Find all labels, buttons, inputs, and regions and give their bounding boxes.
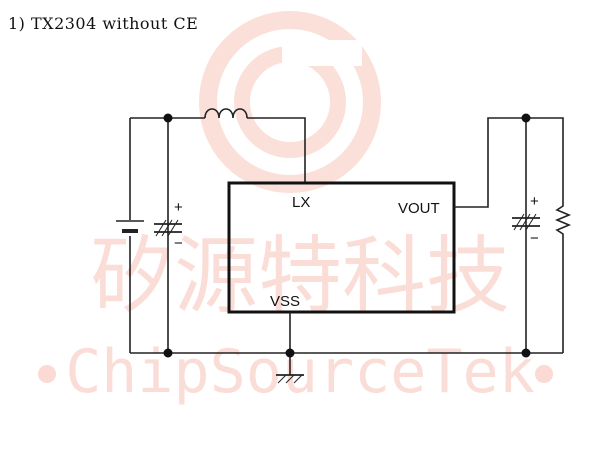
watermark-dot-left [38,365,56,383]
junction-dot [163,348,173,358]
junction-dot [521,113,531,123]
junction-dot [163,113,173,123]
battery-icon [116,220,144,233]
output-cap-plus: + [530,193,539,210]
output-rail-top [526,117,564,185]
input-cap-minus: − [174,235,183,252]
inductor-icon [204,108,248,119]
lx-lead-wire [247,117,306,183]
pin-label-vout: VOUT [398,200,440,217]
input-cap-plus: + [174,199,183,216]
page-title: 1) TX2304 without CE [8,14,199,33]
vout-lead-wire [454,117,526,208]
junction-dot [521,348,531,358]
pin-label-lx: LX [292,194,310,211]
input-capacitor-icon [154,219,182,237]
resistor-icon [554,185,572,353]
output-capacitor-icon [512,213,540,231]
output-cap-minus: − [530,230,539,247]
tx2304-chip [227,181,456,314]
watermark-dot-right [535,365,553,383]
watermark-en: ChipSourceTek [65,337,535,407]
watermark-cn: 矽源特科技 [90,227,510,325]
junction-dot [285,348,295,358]
watermark-logo-icon [199,11,381,193]
ground-icon [276,374,304,384]
pin-label-vss: VSS [270,293,300,310]
